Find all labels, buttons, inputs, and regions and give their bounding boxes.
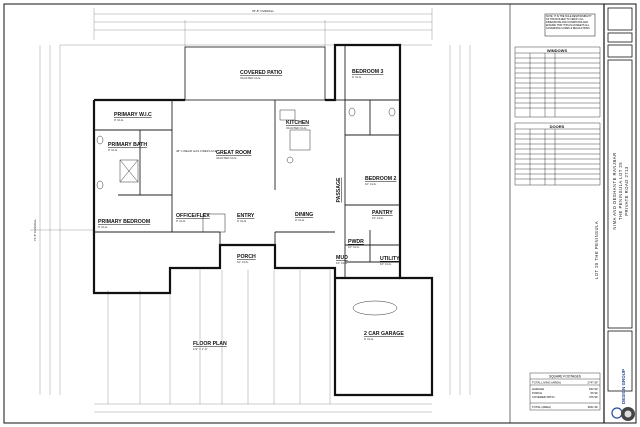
- plan-scale: 1/4" = 1'-0": [193, 347, 208, 351]
- overall-width-dim: 78'-8" OVERALL: [252, 9, 275, 13]
- svg-text:10' CLG.: 10' CLG.: [372, 216, 384, 220]
- walls: [92, 43, 434, 397]
- client-lot: THE PENINSULA LOT 25: [618, 162, 623, 220]
- sqft-row-value: 376 SF: [589, 395, 598, 399]
- room-porch: PORCH: [237, 254, 256, 260]
- room-kitchen: KITCHEN: [286, 120, 309, 126]
- room-office-flex: OFFICE/FLEX: [176, 213, 210, 219]
- title-block: [607, 7, 633, 392]
- svg-text:10' CLG.: 10' CLG.: [365, 182, 377, 186]
- room-entry: ENTRY: [237, 213, 255, 219]
- room-bedroom-3: BEDROOM 3: [352, 69, 384, 75]
- interior-walls: [94, 45, 400, 278]
- overall-depth-dim: 74'-8" OVERALL: [33, 219, 37, 242]
- sqft-title: SQUARE FOOTAGES: [549, 375, 581, 379]
- svg-text:10' CLG.: 10' CLG.: [237, 260, 249, 264]
- room-2-car-garage: 2 CAR GARAGE: [364, 331, 404, 337]
- room-labels: COVERED PATIO VAULTED CLG. PRIMARY W.I.C…: [98, 69, 404, 351]
- room-primary-wic: PRIMARY W.I.C: [114, 112, 152, 118]
- room-dining: DINING: [295, 212, 313, 218]
- builder-note-box: [544, 13, 596, 37]
- room-primary-bath: PRIMARY BATH: [108, 142, 147, 148]
- svg-text:9' CLG.: 9' CLG.: [114, 118, 124, 122]
- sqft-row-value: 2747 SF: [587, 381, 598, 385]
- room-mud: MUD: [336, 255, 348, 261]
- svg-text:VAULTED CLG.: VAULTED CLG.: [216, 156, 237, 160]
- svg-text:9' CLG.: 9' CLG.: [352, 75, 362, 79]
- builder-note: NOTE: IT IS THE SOLE RESPONSIBILITY OF T…: [546, 15, 592, 30]
- sqft-row-label: PORCH: [532, 391, 542, 395]
- room-pwdr: PWDR: [348, 239, 364, 245]
- dimension-lines: [30, 8, 471, 413]
- sqft-row-label: GARAGE: [532, 387, 544, 391]
- fireplace-note: 48" LINEAR GAS FIREPLACE: [176, 149, 217, 153]
- sheet-label: LOT 25 THE PENINSULA: [594, 221, 599, 279]
- room-passage: PASSAGE: [336, 177, 342, 203]
- svg-text:9' CLG.: 9' CLG.: [108, 148, 118, 152]
- room-great-room: GREAT ROOM: [216, 150, 251, 156]
- client-name: NIMA AND DESHANTE RANJBAR: [612, 152, 617, 229]
- room-covered-patio: COVERED PATIO: [240, 70, 282, 76]
- room-primary-bedroom: PRIMARY BEDROOM: [98, 219, 150, 225]
- square-footages-table: [529, 372, 601, 411]
- svg-text:9' CLG.: 9' CLG.: [176, 219, 186, 223]
- sqft-row-label: TOTAL LIVING (AREA): [532, 381, 561, 385]
- svg-text:10' CLG.: 10' CLG.: [380, 262, 392, 266]
- windows-table-title: WINDOWS: [547, 48, 568, 53]
- svg-text:VAULTED CLG.: VAULTED CLG.: [240, 76, 261, 80]
- plan-title: FLOOR PLAN: [193, 341, 227, 347]
- fixtures: [96, 107, 398, 316]
- client-address: PRIVATE ROAD 2713: [624, 166, 629, 216]
- svg-text:9' CLG.: 9' CLG.: [237, 219, 247, 223]
- room-utility: UTILITY: [380, 256, 400, 262]
- doors-table-title: DOORS: [550, 124, 565, 129]
- sqft-row-value: 56 SF: [591, 391, 599, 395]
- windows-table: [514, 46, 601, 118]
- sqft-row-value: 632 SF: [589, 387, 598, 391]
- sqft-row-value: 3811 SF: [588, 405, 599, 409]
- firm-logo-icon: [611, 407, 623, 419]
- firm-name: DESIGN GROUP: [621, 369, 626, 404]
- svg-text:9' CLG.: 9' CLG.: [98, 225, 108, 229]
- sqft-row-label: TOTAL (AREA): [532, 405, 551, 409]
- room-pantry: PANTRY: [372, 210, 393, 216]
- svg-text:10' CLG.: 10' CLG.: [348, 245, 360, 249]
- svg-text:9' CLG.: 9' CLG.: [295, 218, 305, 222]
- sheet-border: [3, 3, 637, 424]
- sqft-row-label: COVERED PATIO: [532, 395, 555, 399]
- room-bedroom-2: BEDROOM 2: [365, 176, 397, 182]
- svg-text:VAULTED CLG.: VAULTED CLG.: [286, 126, 307, 130]
- svg-text:10' CLG.: 10' CLG.: [336, 261, 348, 265]
- doors-table: [514, 122, 601, 186]
- svg-text:9' CLG.: 9' CLG.: [364, 337, 374, 341]
